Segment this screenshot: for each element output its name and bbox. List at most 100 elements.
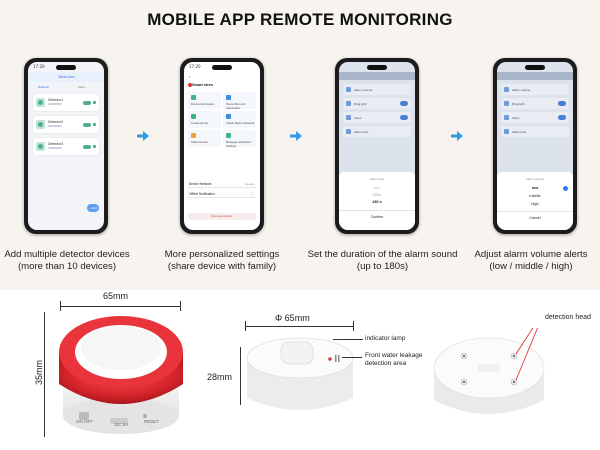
detector-icon <box>36 142 45 151</box>
caption: Adjust alarm volume alerts (low / middle… <box>462 249 600 273</box>
grid-item[interactable]: Tap-to-Run and Automation <box>223 92 256 110</box>
leakage-area-label: Front water leakage detection area <box>365 352 422 368</box>
option[interactable]: high <box>531 202 539 206</box>
leakage-line: Front water leakage <box>365 352 423 359</box>
grid-item[interactable]: Device Information <box>188 92 221 109</box>
settings-row[interactable]: Alarm time <box>501 126 569 137</box>
tab-alarm[interactable]: Alarm <box>78 85 86 89</box>
bottom-sheet: Alarm time 60 s 120 s 180 s Confirm <box>339 172 415 230</box>
edit-icon[interactable] <box>93 145 96 148</box>
network-icon <box>226 114 231 119</box>
option-selected[interactable]: 180 s <box>372 200 382 204</box>
device-card[interactable]: Detector1 <box>33 94 99 111</box>
switch-label: ON OFF <box>76 419 93 424</box>
caption-line: (low / middle / high) <box>489 261 573 272</box>
settings-row[interactable]: Alarm time <box>343 126 411 137</box>
toggle-switch[interactable] <box>400 115 408 120</box>
settings-row[interactable]: Voice <box>501 112 569 123</box>
option[interactable]: middle <box>529 194 541 198</box>
status-time: 17:20 <box>189 64 201 69</box>
device-name: Smart siren <box>192 83 213 87</box>
grid-item[interactable]: Message notification Settings <box>223 130 256 148</box>
toggle-switch[interactable] <box>558 101 566 106</box>
phone-notch <box>212 65 232 70</box>
settings-row[interactable]: Ring light <box>343 98 411 109</box>
toggle-icon[interactable]: ◯ <box>250 192 254 196</box>
reset-label: RESET <box>144 419 160 424</box>
toggle-switch[interactable] <box>558 115 566 120</box>
arrow-right-icon <box>290 131 302 141</box>
row-label: Voice <box>512 115 520 120</box>
device-toggle[interactable] <box>83 123 91 127</box>
option-label: low <box>531 186 539 190</box>
device-name: Detector3 <box>48 142 64 146</box>
settings-row[interactable]: Voice <box>343 112 411 123</box>
volume-icon <box>504 87 509 92</box>
leader-line <box>333 339 363 340</box>
caption-line: Set the duration of the alarm sound <box>307 249 458 260</box>
phone-screen: Alarm volume Ring light Voice Alarm time… <box>339 62 415 230</box>
settings-row[interactable]: Ring light <box>501 98 569 109</box>
screen-header <box>339 72 415 80</box>
option[interactable]: 120 s <box>372 193 382 197</box>
bottom-sheet: Alarm volume low middle high Cancel <box>497 172 573 230</box>
cancel-button[interactable]: Cancel <box>497 211 573 220</box>
remove-device-button[interactable]: Remove Device <box>188 213 256 220</box>
row-label: Alarm volume <box>354 87 373 92</box>
caption-line: (more than 10 devices) <box>17 261 117 272</box>
phone-detector-list: 17:20 Smart siren Detector Alarm Detecto… <box>24 58 108 234</box>
add-device-button[interactable]: + Add <box>87 204 99 212</box>
grid-label: Device Information <box>191 102 215 106</box>
device-card[interactable]: Detector2 <box>33 116 99 133</box>
row-label: Alarm volume <box>512 87 531 92</box>
light-icon <box>346 101 351 106</box>
red-siren-image <box>59 316 183 434</box>
automation-icon <box>226 95 231 100</box>
row-label: Device Network <box>189 182 212 186</box>
caption: Add multiple detector devices (more than… <box>0 249 142 273</box>
sheet-title: Alarm time <box>369 177 385 181</box>
settings-row[interactable]: Alarm volume <box>343 84 411 95</box>
toggle-switch[interactable] <box>400 101 408 106</box>
row-label: Alarm time <box>354 129 369 134</box>
device-toggle[interactable] <box>83 145 91 149</box>
option[interactable]: 60 s <box>373 186 381 190</box>
white-detector-side-image <box>246 337 354 410</box>
caption: More personalized settings (share device… <box>147 249 297 273</box>
device-toggle[interactable] <box>83 101 91 105</box>
caption: Set the duration of the alarm sound (up … <box>300 249 465 273</box>
caption-line: Add multiple detector devices <box>4 249 130 260</box>
settings-row[interactable]: Alarm volume <box>501 84 569 95</box>
info-icon <box>191 95 196 100</box>
notification-icon <box>226 133 231 138</box>
grid-item[interactable]: Create Group <box>188 111 221 128</box>
back-icon[interactable]: ‹ <box>189 74 191 79</box>
indicator-lamp-label: indicator lamp <box>365 335 406 342</box>
dimension-line <box>245 326 353 327</box>
siren-logo-icon <box>188 83 192 87</box>
settings-row[interactable]: Device Network google <box>188 180 256 188</box>
status-time: 17:20 <box>33 64 45 69</box>
tab-detector[interactable]: Detector <box>38 85 50 89</box>
row-value: google <box>244 182 254 186</box>
edit-icon[interactable] <box>93 123 96 126</box>
grid-label: Message notification Settings <box>226 140 252 148</box>
dimension-height-label: 35mm <box>34 360 44 386</box>
device-name: Detector2 <box>48 120 64 124</box>
grid-item[interactable]: Check Device Network <box>223 111 256 128</box>
row-label: Ring light <box>354 101 367 106</box>
dimension-tick <box>353 321 354 331</box>
settings-row[interactable]: Offline Notification ◯ <box>188 190 256 198</box>
device-sub <box>48 147 62 149</box>
dimension-line <box>240 347 241 405</box>
device-card[interactable]: Detector3 <box>33 138 99 155</box>
grid-item[interactable]: Share Device <box>188 130 221 147</box>
phone-notch <box>367 65 387 70</box>
phone-screen: Alarm volume Ring light Voice Alarm time… <box>497 62 573 230</box>
leakage-line: detection area <box>365 360 407 367</box>
edit-icon[interactable] <box>93 101 96 104</box>
option-selected[interactable]: low <box>497 186 573 191</box>
confirm-button[interactable]: Confirm <box>339 210 415 219</box>
device-name: Detector1 <box>48 98 64 102</box>
dimension-tick <box>60 301 61 311</box>
